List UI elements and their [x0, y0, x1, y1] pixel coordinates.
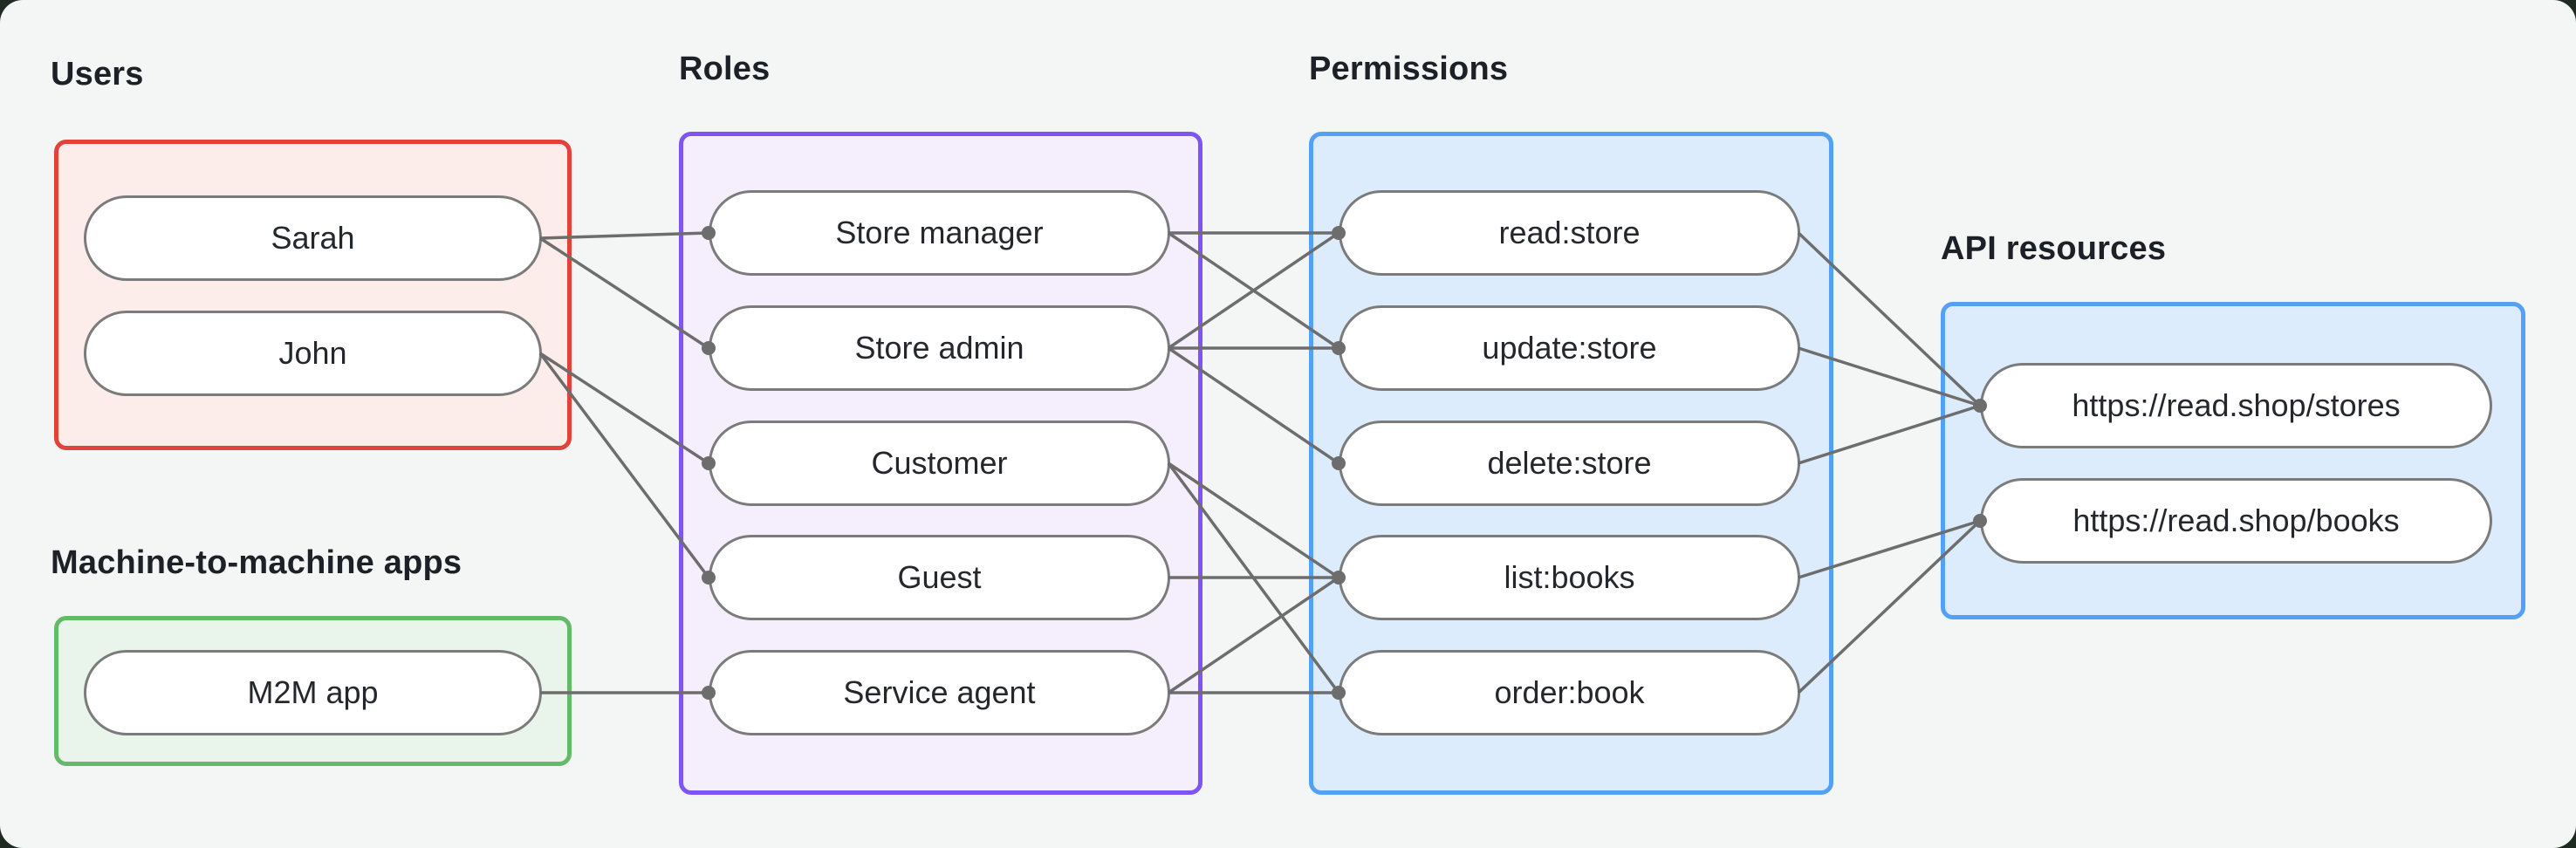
node-label: delete:store: [1487, 445, 1652, 481]
node-role-customer: Customer: [709, 421, 1170, 506]
node-permission-update-store: update:store: [1339, 305, 1800, 391]
group-roles-label: Roles: [679, 51, 771, 87]
node-label: read:store: [1498, 215, 1641, 250]
group-permissions-label: Permissions: [1309, 51, 1509, 87]
node-role-store-manager: Store manager: [709, 190, 1170, 276]
node-label: John: [278, 335, 347, 371]
node-label: list:books: [1504, 559, 1635, 595]
node-permission-list-books: list:books: [1339, 535, 1800, 620]
node-role-guest: Guest: [709, 535, 1170, 620]
group-users-label: Users: [51, 56, 144, 92]
group-api-resources-box: [1941, 302, 2525, 619]
node-m2m-app: M2M app: [84, 650, 542, 735]
group-users-box: [54, 140, 572, 450]
node-label: Sarah: [271, 220, 355, 256]
node-label: order:book: [1494, 674, 1645, 710]
node-label: https://read.shop/stores: [2072, 387, 2401, 423]
node-role-store-admin: Store admin: [709, 305, 1170, 391]
node-label: update:store: [1482, 330, 1657, 366]
node-label: Service agent: [843, 674, 1036, 710]
group-m2m-apps-label: Machine-to-machine apps: [51, 544, 462, 581]
node-label: Customer: [871, 445, 1008, 481]
node-permission-order-book: order:book: [1339, 650, 1800, 735]
node-label: M2M app: [247, 674, 379, 710]
node-role-service-agent: Service agent: [709, 650, 1170, 735]
node-label: Store admin: [854, 330, 1024, 366]
node-permission-delete-store: delete:store: [1339, 421, 1800, 506]
node-label: Guest: [897, 559, 982, 595]
node-user-sarah: Sarah: [84, 195, 542, 281]
node-label: https://read.shop/books: [2072, 503, 2400, 538]
node-api-resource-books: https://read.shop/books: [1980, 478, 2492, 564]
node-label: Store manager: [835, 215, 1044, 250]
node-user-john: John: [84, 311, 542, 396]
node-permission-read-store: read:store: [1339, 190, 1800, 276]
group-api-resources-label: API resources: [1941, 230, 2167, 267]
node-api-resource-stores: https://read.shop/stores: [1980, 363, 2492, 448]
